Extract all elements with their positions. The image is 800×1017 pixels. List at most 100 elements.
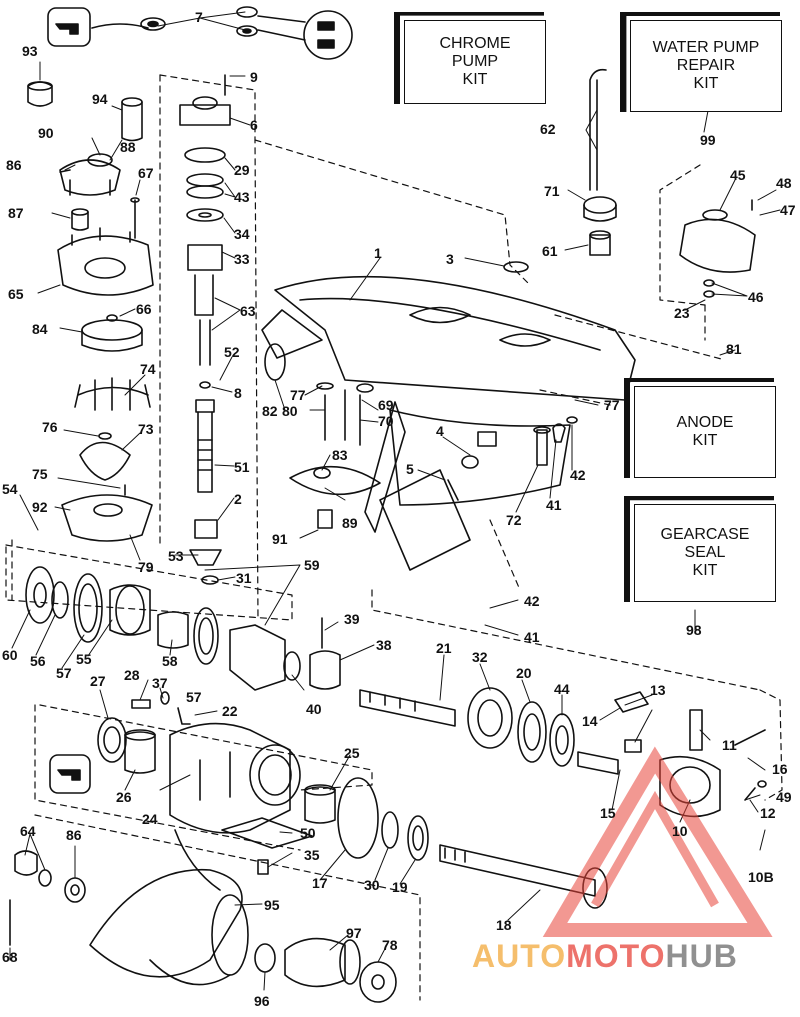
part-label-30: 30 xyxy=(364,877,380,893)
part-label-61: 61 xyxy=(542,243,558,259)
part-label-73: 73 xyxy=(138,421,154,437)
gearcase-seal-kit-line-1: GEARCASE xyxy=(660,526,750,543)
anode-kit-line-1: ANODE xyxy=(676,414,734,431)
part-label-82: 82 xyxy=(262,403,278,419)
water-pump-repair-kit-box: WATER PUMP REPAIR KIT xyxy=(620,12,786,116)
part-label-90: 90 xyxy=(38,125,54,141)
part-label-14: 14 xyxy=(582,713,598,729)
part-label-84: 84 xyxy=(32,321,48,337)
part-label-8: 8 xyxy=(234,385,242,401)
part-label-56: 56 xyxy=(30,653,46,669)
part-label-91: 91 xyxy=(272,531,288,547)
watermark-logo-graphic xyxy=(542,746,773,937)
part-label-60: 60 xyxy=(2,647,18,663)
part-label-58: 58 xyxy=(162,653,178,669)
part-label-44: 44 xyxy=(554,681,570,697)
part-label-78: 78 xyxy=(382,937,398,953)
chrome-pump-kit-line-3: KIT xyxy=(462,71,488,88)
part-label-23: 23 xyxy=(674,305,690,321)
part-label-27: 27 xyxy=(90,673,106,689)
part-label-24: 24 xyxy=(142,811,158,827)
part-label-55: 55 xyxy=(76,651,92,667)
water-pump-kit-line-3: KIT xyxy=(693,75,719,92)
part-label-31: 31 xyxy=(236,570,252,586)
part-label-2: 2 xyxy=(234,491,242,507)
part-label-54: 54 xyxy=(2,481,18,497)
part-label-45: 45 xyxy=(730,167,746,183)
part-label-42: 42 xyxy=(570,467,586,483)
gearcase-seal-kit-line-3: KIT xyxy=(692,562,718,579)
part-label-47: 47 xyxy=(780,202,796,218)
part-label-86: 86 xyxy=(6,157,22,173)
part-label-69: 69 xyxy=(378,397,394,413)
part-label-43: 43 xyxy=(234,189,250,205)
part-label-71: 71 xyxy=(544,183,560,199)
watermark-moto: MOTO xyxy=(566,938,666,974)
part-label-57: 57 xyxy=(56,665,72,681)
part-label-22: 22 xyxy=(222,703,238,719)
part-label-33: 33 xyxy=(234,251,250,267)
part-label-40: 40 xyxy=(306,701,322,717)
part-label-53: 53 xyxy=(168,548,184,564)
assembly-dashed-lines xyxy=(5,74,783,1001)
part-label-86b: 86 xyxy=(66,827,82,843)
chrome-pump-kit-line-1: CHROME xyxy=(439,35,511,52)
part-label-74: 74 xyxy=(140,361,156,377)
gearcase-seal-kit-line-2: SEAL xyxy=(684,544,726,561)
part-label-52: 52 xyxy=(224,344,240,360)
watermark-auto: AUTO xyxy=(472,938,567,974)
part-label-51: 51 xyxy=(234,459,250,475)
part-label-37: 37 xyxy=(152,675,168,691)
part-label-57b: 57 xyxy=(186,689,202,705)
part-label-59: 59 xyxy=(304,557,320,573)
part-label-63: 63 xyxy=(240,303,256,319)
part-label-68: 68 xyxy=(2,949,18,965)
part-label-96: 96 xyxy=(254,993,270,1009)
part-label-38: 38 xyxy=(376,637,392,653)
part-label-28: 28 xyxy=(124,667,140,683)
part-label-13: 13 xyxy=(650,682,666,698)
part-label-10b: 10B xyxy=(748,869,774,885)
part-label-70: 70 xyxy=(378,413,394,429)
part-label-67: 67 xyxy=(138,165,154,181)
part-label-94: 94 xyxy=(92,91,108,107)
water-pump-kit-line-1: WATER PUMP xyxy=(652,39,760,56)
part-label-99: 99 xyxy=(700,132,716,148)
part-label-10: 10 xyxy=(672,823,688,839)
part-label-97: 97 xyxy=(346,925,362,941)
part-label-34: 34 xyxy=(234,226,250,242)
part-label-41b: 41 xyxy=(524,629,540,645)
part-label-79: 79 xyxy=(138,559,154,575)
part-label-29: 29 xyxy=(234,162,250,178)
part-label-20: 20 xyxy=(516,665,532,681)
part-label-41: 41 xyxy=(546,497,562,513)
part-label-9: 9 xyxy=(250,69,258,85)
part-label-35: 35 xyxy=(304,847,320,863)
part-label-7: 7 xyxy=(195,9,203,25)
part-label-93: 93 xyxy=(22,43,38,59)
part-label-4: 4 xyxy=(436,423,444,439)
chrome-pump-kit-line-2: PUMP xyxy=(451,53,499,70)
part-label-21: 21 xyxy=(436,640,452,656)
part-label-95: 95 xyxy=(264,897,280,913)
part-label-16: 16 xyxy=(772,761,788,777)
part-label-26: 26 xyxy=(116,789,132,805)
part-label-77b: 77 xyxy=(604,397,620,413)
part-label-80: 80 xyxy=(282,403,298,419)
part-label-83: 83 xyxy=(332,447,348,463)
part-label-66: 66 xyxy=(136,301,152,317)
chrome-pump-kit-box: CHROME PUMP KIT xyxy=(394,12,550,108)
part-label-5: 5 xyxy=(406,461,414,477)
anode-kit-box: ANODE KIT xyxy=(624,378,780,482)
part-label-15: 15 xyxy=(600,805,616,821)
part-label-17: 17 xyxy=(312,875,328,891)
part-label-81: 81 xyxy=(726,341,742,357)
part-label-25: 25 xyxy=(344,745,360,761)
part-label-88: 88 xyxy=(120,139,136,155)
part-label-12: 12 xyxy=(760,805,776,821)
part-label-3: 3 xyxy=(446,251,454,267)
part-label-48: 48 xyxy=(776,175,792,191)
part-label-46: 46 xyxy=(748,289,764,305)
part-label-19: 19 xyxy=(392,879,408,895)
